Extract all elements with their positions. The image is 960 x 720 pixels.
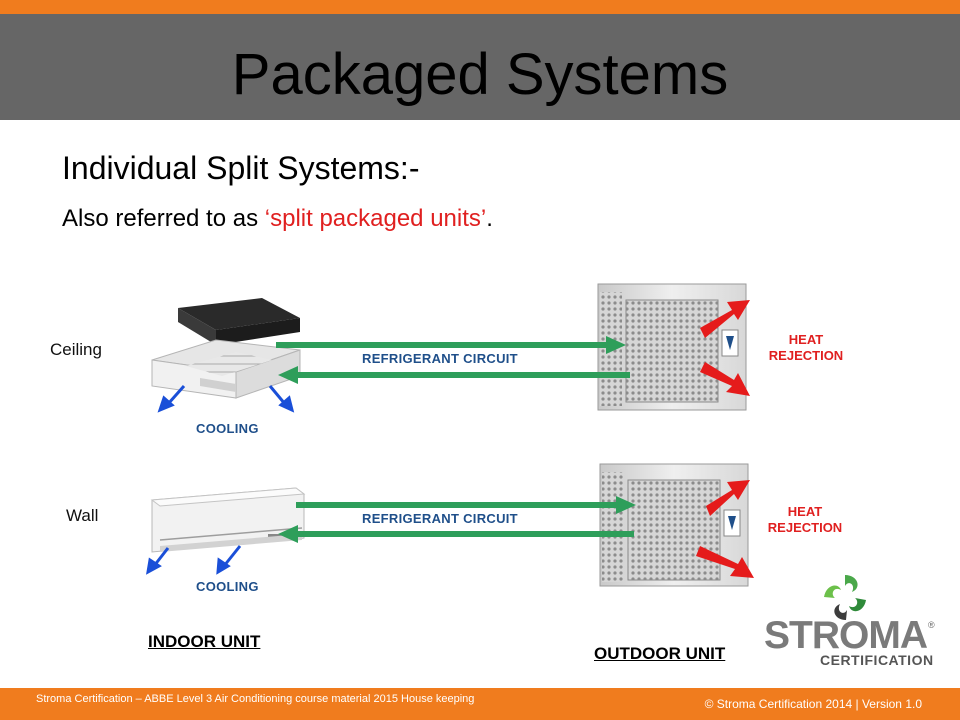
body-highlight: ‘split packaged units’ — [264, 205, 487, 232]
stroma-logo-mark — [824, 575, 866, 620]
cooling-bottom-label: COOLING — [196, 579, 259, 594]
heat-rejection-bottom-line2: REJECTION — [767, 520, 843, 535]
refrigerant-arrows-bottom — [278, 496, 636, 543]
wall-label: Wall — [66, 506, 99, 525]
heat-rejection-top-label: HEAT REJECTION — [760, 332, 852, 364]
stroma-logo-registered: ® — [928, 620, 935, 630]
heat-rejection-bottom-line1: HEAT — [787, 504, 823, 519]
stroma-logo-subtext: CERTIFICATION — [820, 652, 934, 668]
refrigerant-circuit-top-label: REFRIGERANT CIRCUIT — [362, 351, 518, 366]
heat-rejection-bottom-label: HEAT REJECTION — [756, 504, 854, 536]
refrigerant-circuit-bottom-label: REFRIGERANT CIRCUIT — [362, 511, 518, 526]
slide-subtitle: Individual Split Systems:- — [62, 150, 420, 186]
cooling-arrows — [146, 385, 295, 575]
title-band — [0, 14, 960, 120]
indoor-unit-label: INDOOR UNIT — [148, 632, 261, 651]
footer-bar — [0, 688, 960, 720]
refrigerant-arrows-top — [276, 336, 630, 384]
footer-course-text: Stroma Certification – ABBE Level 3 Air … — [36, 693, 475, 705]
slide-body-line: Also referred to as ‘split packaged unit… — [62, 205, 493, 233]
outdoor-unit-label: OUTDOOR UNIT — [594, 644, 726, 663]
wall-split-unit — [150, 487, 306, 553]
body-suffix: . — [486, 205, 493, 232]
footer-copyright-text: © Stroma Certification 2014 | Version 1.… — [704, 697, 922, 711]
ceiling-label: Ceiling — [50, 340, 102, 359]
heat-rejection-top-line2: REJECTION — [768, 348, 844, 363]
ceiling-cassette-unit — [151, 298, 301, 399]
heat-rejection-arrows — [696, 300, 754, 578]
heat-rejection-top-line1: HEAT — [788, 332, 824, 347]
slide-title: Packaged Systems — [231, 42, 729, 107]
cooling-top-label: COOLING — [196, 421, 259, 436]
stroma-logo-text: STROMA — [764, 614, 928, 657]
body-prefix: Also referred to as — [62, 205, 265, 232]
outdoor-unit-bottom — [599, 463, 749, 587]
top-accent-stripe — [0, 0, 960, 14]
